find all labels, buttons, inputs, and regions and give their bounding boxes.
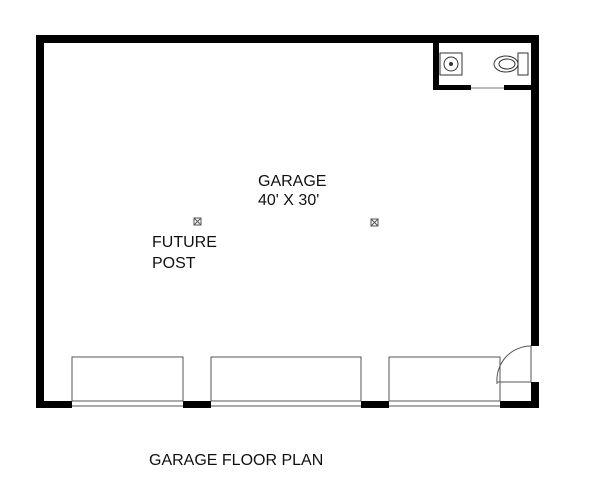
- wall-right-lower: [531, 382, 539, 408]
- wall-bottom-right: [500, 401, 539, 408]
- garage-door-1: [71, 356, 184, 402]
- wall-bottom-mid1: [183, 401, 211, 408]
- future-post-label-line1: FUTURE: [152, 234, 217, 251]
- wall-top: [36, 35, 539, 43]
- toilet-tank: [517, 52, 529, 76]
- room-dimensions: 40' X 30': [258, 192, 319, 209]
- wall-bottom-left: [36, 401, 72, 408]
- washroom-wall-left: [433, 43, 439, 90]
- toilet-seat: [498, 58, 516, 70]
- toilet-icon: [493, 52, 529, 76]
- garage-door-3: [388, 356, 501, 402]
- washroom-wall-bottom-left: [433, 85, 471, 90]
- sink-basin: [443, 56, 459, 72]
- exterior-walls: [36, 35, 539, 408]
- future-post-label-line2: POST: [152, 255, 196, 272]
- side-door-swing-arc: [496, 345, 532, 383]
- garage-door-2: [210, 356, 362, 402]
- sink-counter: [439, 52, 463, 76]
- toilet-bowl: [493, 55, 519, 73]
- wall-right: [531, 35, 539, 346]
- post-icon: [370, 218, 379, 227]
- post-markers: [193, 217, 379, 227]
- future-post-icon: [193, 217, 202, 226]
- wall-left: [36, 35, 44, 408]
- sink-icon: [439, 52, 463, 76]
- sink-drain: [449, 62, 453, 66]
- room-name: GARAGE: [258, 173, 326, 190]
- wall-bottom-mid2: [361, 401, 389, 408]
- side-door: [496, 345, 532, 384]
- plan-caption: GARAGE FLOOR PLAN: [149, 452, 323, 469]
- washroom-wall-bottom-right: [504, 85, 531, 90]
- washroom: [433, 43, 531, 90]
- garage-doors: [71, 356, 501, 407]
